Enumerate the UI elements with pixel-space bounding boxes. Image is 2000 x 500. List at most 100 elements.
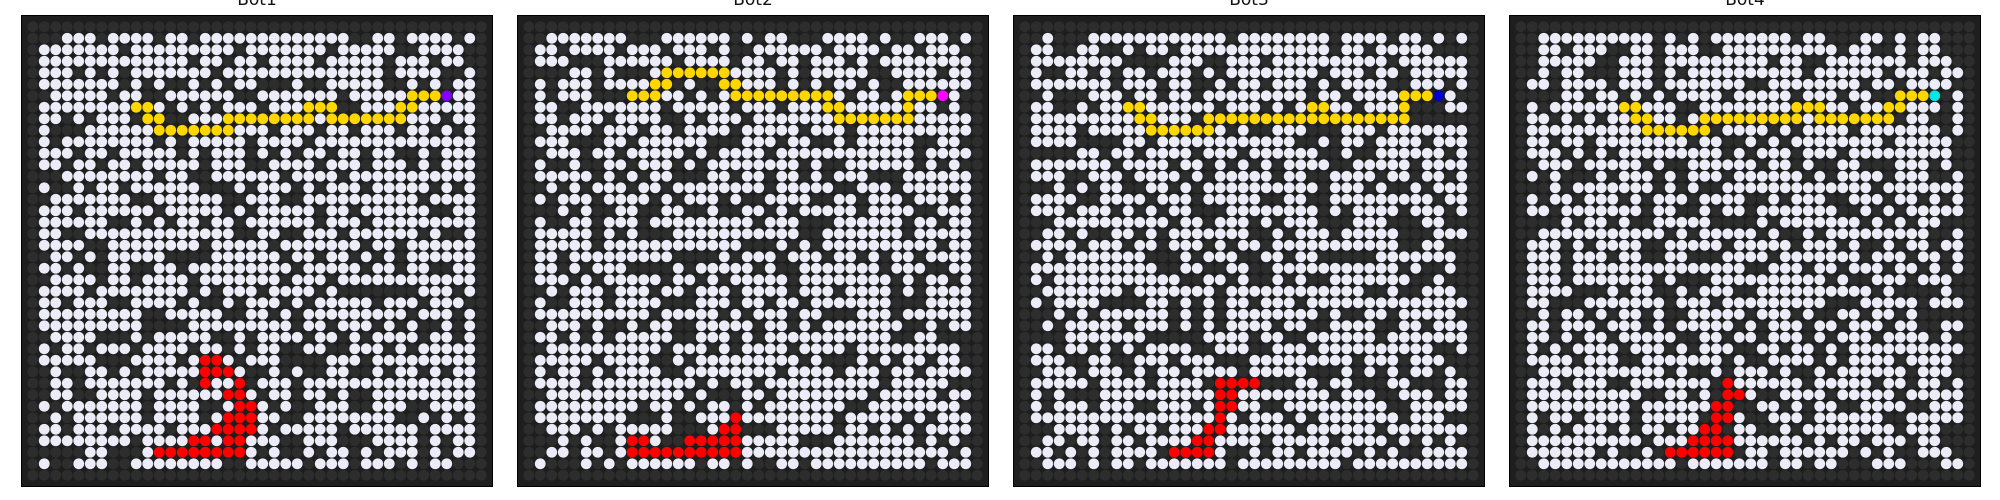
- wall-cell: [753, 32, 765, 44]
- open-cell: [856, 446, 868, 458]
- wall-cell: [902, 320, 914, 332]
- wall-cell: [1421, 320, 1433, 332]
- open-cell: [1042, 55, 1054, 67]
- wall-cell: [592, 205, 604, 217]
- wall-cell: [1088, 377, 1100, 389]
- open-cell: [937, 136, 949, 148]
- open-cell: [1214, 159, 1226, 171]
- open-cell: [937, 147, 949, 159]
- open-cell: [441, 170, 453, 182]
- open-cell: [1387, 44, 1399, 56]
- open-cell: [1111, 366, 1123, 378]
- wall-cell: [1295, 469, 1307, 481]
- fire-cell: [188, 435, 200, 447]
- open-cell: [1065, 159, 1077, 171]
- open-cell: [1053, 354, 1065, 366]
- wall-cell: [1341, 308, 1353, 320]
- open-cell: [1065, 331, 1077, 343]
- wall-cell: [475, 389, 487, 401]
- open-cell: [1433, 400, 1445, 412]
- wall-cell: [464, 44, 476, 56]
- wall-cell: [1549, 67, 1561, 79]
- wall-cell: [280, 274, 292, 286]
- open-cell: [429, 354, 441, 366]
- open-cell: [1122, 446, 1134, 458]
- path-cell: [787, 90, 799, 102]
- wall-cell: [764, 21, 776, 33]
- open-cell: [1249, 239, 1261, 251]
- open-cell: [1260, 170, 1272, 182]
- open-cell: [925, 124, 937, 136]
- open-cell: [96, 412, 108, 424]
- wall-cell: [695, 251, 707, 263]
- open-cell: [948, 343, 960, 355]
- wall-cell: [1019, 435, 1031, 447]
- open-cell: [638, 366, 650, 378]
- open-cell: [268, 354, 280, 366]
- open-cell: [211, 170, 223, 182]
- open-cell: [1802, 44, 1814, 56]
- open-cell: [891, 446, 903, 458]
- wall-cell: [1111, 44, 1123, 56]
- open-cell: [534, 239, 546, 251]
- open-cell: [1168, 193, 1180, 205]
- wall-cell: [1076, 193, 1088, 205]
- wall-cell: [107, 423, 119, 435]
- open-cell: [280, 147, 292, 159]
- open-cell: [165, 90, 177, 102]
- open-cell: [280, 216, 292, 228]
- path-cell: [418, 90, 430, 102]
- open-cell: [960, 193, 972, 205]
- wall-cell: [845, 400, 857, 412]
- open-cell: [1295, 205, 1307, 217]
- open-cell: [326, 435, 338, 447]
- wall-cell: [1214, 262, 1226, 274]
- open-cell: [1272, 44, 1284, 56]
- wall-cell: [1526, 55, 1538, 67]
- open-cell: [360, 170, 372, 182]
- open-cell: [937, 377, 949, 389]
- open-cell: [879, 205, 891, 217]
- open-cell: [280, 423, 292, 435]
- wall-cell: [429, 124, 441, 136]
- wall-cell: [1653, 67, 1665, 79]
- open-cell: [1088, 331, 1100, 343]
- open-cell: [84, 458, 96, 470]
- open-cell: [372, 435, 384, 447]
- open-cell: [707, 124, 719, 136]
- open-cell: [695, 412, 707, 424]
- open-cell: [1134, 262, 1146, 274]
- open-cell: [546, 182, 558, 194]
- wall-cell: [902, 32, 914, 44]
- wall-cell: [523, 274, 535, 286]
- open-cell: [165, 274, 177, 286]
- open-cell: [1088, 274, 1100, 286]
- open-cell: [799, 377, 811, 389]
- wall-cell: [1456, 412, 1468, 424]
- open-cell: [73, 136, 85, 148]
- wall-cell: [971, 170, 983, 182]
- open-cell: [1375, 193, 1387, 205]
- open-cell: [626, 55, 638, 67]
- open-cell: [592, 262, 604, 274]
- wall-cell: [395, 412, 407, 424]
- panel-title: Bot3: [1229, 0, 1269, 10]
- open-cell: [1929, 55, 1941, 67]
- wall-cell: [130, 262, 142, 274]
- wall-cell: [1260, 446, 1272, 458]
- open-cell: [718, 331, 730, 343]
- wall-cell: [1191, 78, 1203, 90]
- open-cell: [326, 285, 338, 297]
- open-cell: [1168, 228, 1180, 240]
- open-cell: [730, 113, 742, 125]
- path-cell: [153, 113, 165, 125]
- open-cell: [695, 55, 707, 67]
- open-cell: [1318, 435, 1330, 447]
- wall-cell: [27, 354, 39, 366]
- open-cell: [349, 78, 361, 90]
- open-cell: [672, 147, 684, 159]
- open-cell: [349, 239, 361, 251]
- open-cell: [257, 182, 269, 194]
- open-cell: [603, 182, 615, 194]
- wall-cell: [1203, 159, 1215, 171]
